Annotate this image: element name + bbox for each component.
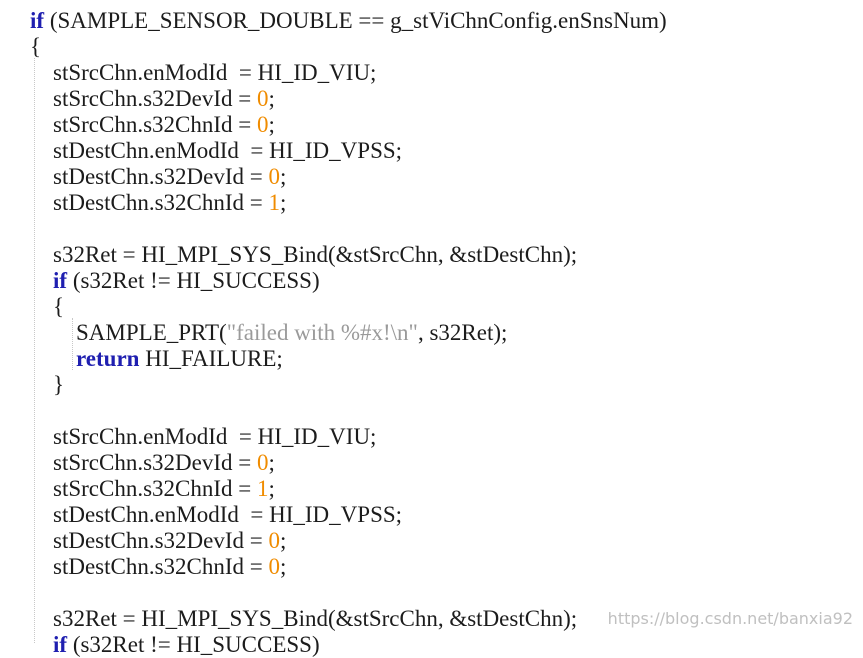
code-token: stSrcChn.s32DevId =: [30, 450, 257, 475]
code-line: {: [30, 294, 64, 320]
code-token: ;: [280, 164, 287, 189]
code-line: stDestChn.s32ChnId = 0;: [30, 554, 286, 580]
code-token: SAMPLE_PRT(: [30, 320, 227, 345]
code-token: stDestChn.s32DevId =: [30, 528, 269, 553]
code-line: }: [30, 372, 64, 398]
code-line: stDestChn.s32DevId = 0;: [30, 164, 286, 190]
code-token: ;: [280, 554, 287, 579]
code-line: stDestChn.enModId = HI_ID_VPSS;: [30, 138, 402, 164]
code-token: HI_FAILURE;: [139, 346, 283, 371]
code-token: {: [30, 34, 42, 59]
code-line: stSrcChn.s32ChnId = 1;: [30, 476, 275, 502]
code-line: stSrcChn.s32DevId = 0;: [30, 450, 275, 476]
code-line: s32Ret = HI_MPI_SYS_Bind(&stSrcChn, &stD…: [30, 242, 577, 268]
keyword-token: if: [53, 268, 68, 293]
code-token: stDestChn.enModId = HI_ID_VPSS;: [30, 502, 403, 527]
code-token: [30, 346, 76, 371]
keyword-token: if: [30, 8, 45, 33]
code-line: stSrcChn.s32ChnId = 0;: [30, 112, 275, 138]
code-line: stSrcChn.enModId = HI_ID_VIU;: [30, 60, 376, 86]
code-token: ;: [268, 86, 275, 111]
indent-guide: [34, 58, 35, 643]
code-token: ;: [280, 190, 287, 215]
code-token: stDestChn.s32ChnId =: [30, 190, 269, 215]
code-line: stSrcChn.s32DevId = 0;: [30, 86, 275, 112]
code-token: ;: [280, 528, 287, 553]
number-literal: 1: [257, 476, 269, 501]
indent-guide: [72, 318, 73, 370]
code-token: stDestChn.s32DevId =: [30, 164, 269, 189]
code-token: (s32Ret != HI_SUCCESS): [67, 268, 320, 293]
code-token: stDestChn.s32ChnId =: [30, 554, 269, 579]
code-token: , s32Ret);: [417, 320, 508, 345]
watermark: https://blog.csdn.net/banxia92: [607, 609, 853, 628]
code-line: if (s32Ret != HI_SUCCESS): [30, 268, 320, 294]
code-line: stDestChn.s32ChnId = 1;: [30, 190, 286, 216]
number-literal: 0: [257, 86, 269, 111]
number-literal: 0: [268, 164, 281, 189]
code-token: ;: [268, 112, 275, 137]
number-literal: 1: [268, 190, 281, 215]
code-line: return HI_FAILURE;: [30, 346, 283, 372]
code-token: }: [30, 372, 65, 397]
code-token: stSrcChn.s32DevId =: [30, 86, 257, 111]
keyword-token: if: [53, 632, 68, 657]
string-literal: "failed with %#x!\n": [226, 320, 418, 345]
keyword-token: return: [76, 346, 140, 371]
code-line: if (SAMPLE_SENSOR_DOUBLE == g_stViChnCon…: [30, 8, 667, 34]
code-token: stSrcChn.enModId = HI_ID_VIU;: [30, 424, 377, 449]
code-token: ;: [268, 450, 275, 475]
number-literal: 0: [257, 450, 269, 475]
code-token: stSrcChn.enModId = HI_ID_VIU;: [30, 60, 377, 85]
code-line: if (s32Ret != HI_SUCCESS): [30, 632, 320, 658]
number-literal: 0: [268, 528, 281, 553]
number-literal: 0: [268, 554, 281, 579]
code-token: stSrcChn.s32ChnId =: [30, 112, 258, 137]
code-line: {: [30, 34, 41, 60]
code-token: [30, 632, 53, 657]
code-token: (SAMPLE_SENSOR_DOUBLE == g_stViChnConfig…: [44, 8, 667, 33]
code-token: stDestChn.enModId = HI_ID_VPSS;: [30, 138, 403, 163]
code-line: stSrcChn.enModId = HI_ID_VIU;: [30, 424, 376, 450]
code-token: ;: [268, 476, 275, 501]
code-line: stDestChn.enModId = HI_ID_VPSS;: [30, 502, 402, 528]
code-token: (s32Ret != HI_SUCCESS): [67, 632, 320, 657]
number-literal: 0: [257, 112, 269, 137]
code-token: s32Ret = HI_MPI_SYS_Bind(&stSrcChn, &stD…: [30, 242, 578, 267]
code-line: stDestChn.s32DevId = 0;: [30, 528, 286, 554]
code-token: [30, 268, 53, 293]
code-line: s32Ret = HI_MPI_SYS_Bind(&stSrcChn, &stD…: [30, 606, 577, 632]
code-token: {: [30, 294, 65, 319]
code-token: stSrcChn.s32ChnId =: [30, 476, 258, 501]
code-token: s32Ret = HI_MPI_SYS_Bind(&stSrcChn, &stD…: [30, 606, 578, 631]
code-line: SAMPLE_PRT("failed with %#x!\n", s32Ret)…: [30, 320, 507, 346]
